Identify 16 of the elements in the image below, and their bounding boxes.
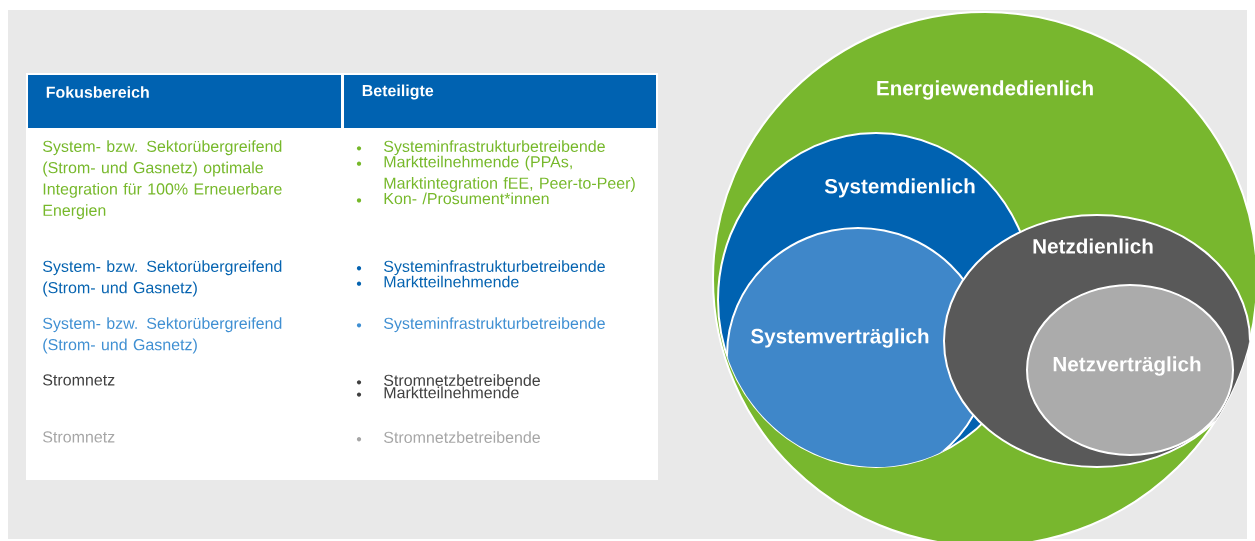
list-item: Systeminfrastrukturbetreibende [356,317,605,333]
focus-area-text: Stromnetz [43,374,115,386]
list-item: Stromnetzbetreibende [356,374,540,386]
focus-area-text: System- bzw. Sektorübergreifend (Strom- und Gasnetz) optimale Integration für 100% Erneuerbare Energien [43,140,282,220]
list-item: Systeminfrastrukturbetreibende [356,140,605,156]
list-item: Kon- /Prosument*innen [356,192,549,205]
list-item: Marktteilnehmende [356,386,519,399]
focus-area-text: Stromnetz [43,431,115,443]
column-header: Fokusbereich [28,75,341,128]
column-header: Beteiligte [344,75,656,128]
focus-area-text: System- bzw. Sektorübergreifend (Strom- und Gasnetz) [43,260,282,297]
list-item: Marktteilnehmende (PPAs, Marktintegration fEE, Peer-to-Peer) [356,155,635,192]
list-item: Stromnetzbetreibende [356,431,540,443]
list-item: Marktteilnehmende [356,275,519,288]
focus-area-text: System- bzw. Sektorübergreifend (Strom- und Gasnetz) [43,317,282,354]
list-item: Systeminfrastrukturbetreibende [356,260,605,276]
